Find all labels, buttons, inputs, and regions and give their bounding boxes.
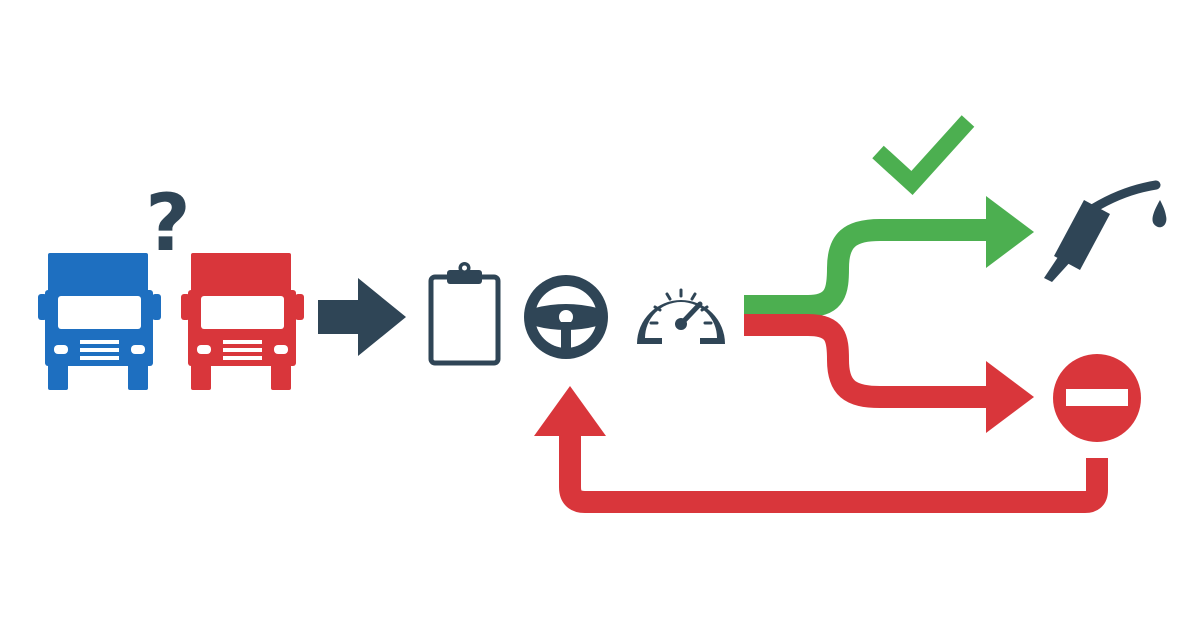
rejected-path <box>744 314 990 408</box>
approved-path <box>744 219 990 317</box>
return-loop-arrowhead <box>534 386 606 436</box>
clipboard-icon <box>428 262 501 366</box>
rejected-path-arrowhead <box>986 361 1034 433</box>
blue-truck-icon <box>38 253 161 390</box>
speedometer-icon <box>637 288 725 345</box>
check-mark-icon <box>872 115 975 196</box>
no-entry-icon <box>1053 354 1141 442</box>
fuel-pump-icon <box>1044 180 1167 282</box>
return-loop <box>559 432 1108 513</box>
question-mark-icon: ? <box>145 179 190 269</box>
red-truck-icon <box>181 253 304 390</box>
approved-path-arrowhead <box>986 196 1034 268</box>
right-arrow-icon <box>318 278 406 356</box>
steering-wheel-icon <box>524 275 608 359</box>
